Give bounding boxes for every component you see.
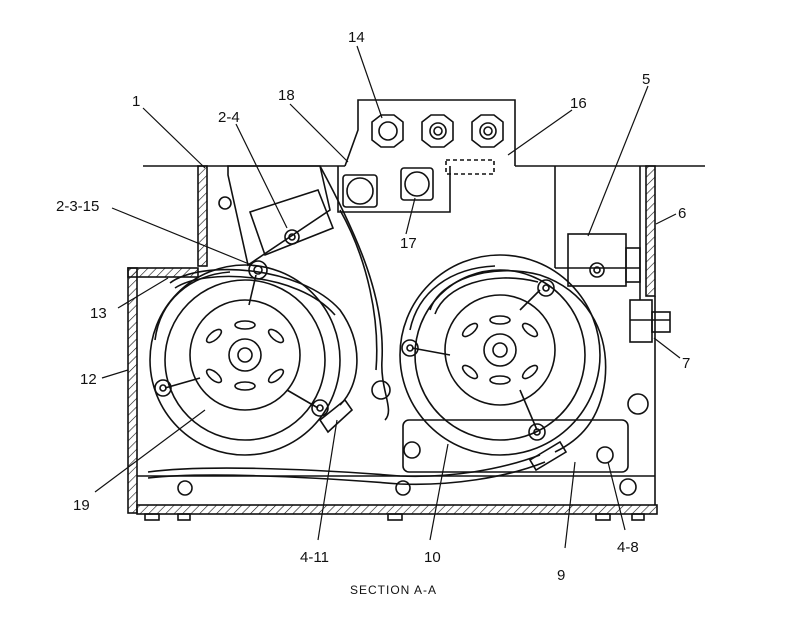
callout-19: 19 [73, 497, 90, 514]
callout-5: 5 [642, 71, 650, 88]
callout-12: 12 [80, 371, 97, 388]
connector-7 [629, 299, 671, 343]
bracket-5 [567, 233, 641, 287]
callout-1: 1 [132, 93, 140, 110]
section-caption: SECTION A-A [350, 583, 437, 597]
callout-7: 7 [682, 355, 690, 372]
wire-harness [147, 398, 568, 496]
bracket-2-4 [218, 165, 335, 267]
callout-6: 6 [678, 205, 686, 222]
terminal-posts [342, 114, 504, 208]
callout-16: 16 [570, 95, 587, 112]
callout-4-8: 4-8 [617, 539, 639, 556]
callout-18: 18 [278, 87, 295, 104]
leader-lines [94, 45, 681, 549]
housing-outline [127, 165, 705, 521]
callout-2-4: 2-4 [218, 109, 240, 126]
callout-9: 9 [557, 567, 565, 584]
terminal-block [337, 99, 516, 213]
callout-4-11: 4-11 [300, 549, 329, 566]
motor-right [399, 254, 649, 496]
callout-2-3-15: 2-3-15 [56, 198, 99, 215]
callout-labels: 1 2-4 18 14 16 5 2-3-15 6 17 13 7 12 19 … [56, 29, 690, 584]
callout-17: 17 [400, 235, 417, 252]
motor-left [149, 260, 358, 456]
callout-10: 10 [424, 549, 441, 566]
arm-left [319, 165, 391, 421]
callout-13: 13 [90, 305, 107, 322]
callout-14: 14 [348, 29, 365, 46]
